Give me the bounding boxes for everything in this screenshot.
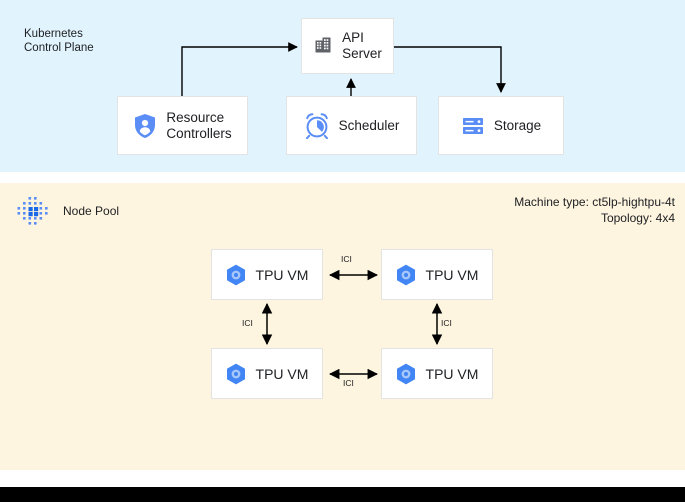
- tpu-vm-node-2[interactable]: TPU VM: [381, 249, 493, 300]
- shield-user-icon: [135, 113, 156, 138]
- tpu-vm-node-1[interactable]: TPU VM: [211, 249, 323, 300]
- machine-info-block: Machine type: ct5lp-hightpu-4t Topology:…: [514, 194, 675, 226]
- node-pool-label: Node Pool: [63, 204, 120, 218]
- api-server-node[interactable]: API Server: [301, 18, 394, 74]
- tpu-hexagon-icon: [396, 363, 415, 384]
- machine-type-text: Machine type: ct5lp-hightpu-4t: [514, 195, 675, 209]
- ici-label-left: ICI: [242, 318, 253, 328]
- node-pool-section: [0, 183, 685, 470]
- tpu-hexagon-icon: [226, 264, 245, 285]
- api-server-label: API Server: [342, 30, 382, 61]
- resource-controllers-label: Resource Controllers: [166, 109, 232, 141]
- resource-controllers-node[interactable]: Resource Controllers: [117, 96, 248, 155]
- tpu-vm-label: TPU VM: [425, 266, 479, 283]
- tpu-vm-node-4[interactable]: TPU VM: [381, 348, 493, 399]
- tpu-hexagon-icon: [396, 264, 415, 285]
- scheduler-label: Scheduler: [338, 117, 400, 133]
- tpu-vm-label: TPU VM: [255, 266, 309, 283]
- tpu-vm-label: TPU VM: [425, 365, 479, 382]
- ici-label-top: ICI: [341, 254, 352, 264]
- tpu-vm-label: TPU VM: [255, 365, 309, 382]
- tpu-hexagon-icon: [226, 363, 245, 384]
- control-plane-label: Kubernetes Control Plane: [24, 28, 94, 54]
- building-icon: [315, 37, 331, 53]
- storage-node[interactable]: Storage: [438, 96, 564, 155]
- node-pool-dots-icon: [17, 197, 48, 225]
- ici-label-bottom: ICI: [343, 378, 354, 388]
- ici-label-right: ICI: [441, 318, 452, 328]
- bottom-black-bar: [0, 487, 685, 502]
- tpu-vm-node-3[interactable]: TPU VM: [211, 348, 323, 399]
- topology-text: Topology: 4x4: [600, 211, 675, 225]
- scheduler-node[interactable]: Scheduler: [286, 96, 417, 155]
- storage-label: Storage: [493, 117, 542, 133]
- alarm-clock-icon: [305, 112, 328, 139]
- server-rack-icon: [462, 117, 483, 134]
